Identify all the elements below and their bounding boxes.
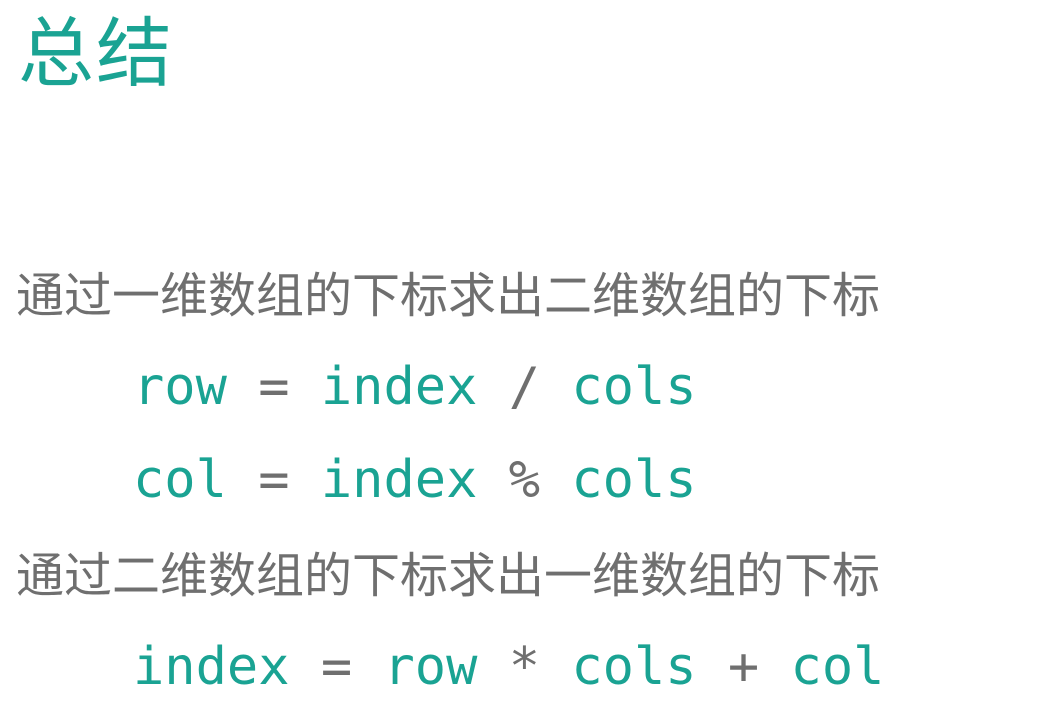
formula-equals: =: [258, 357, 290, 417]
formula-equals: =: [320, 637, 353, 697]
formula-operand: cols: [571, 637, 697, 697]
page-title: 总结: [18, 9, 174, 98]
formula-lhs: index: [133, 637, 290, 697]
formula-operand: index: [320, 450, 478, 510]
formula-operator: %: [508, 450, 541, 510]
formula-operand: index: [320, 357, 478, 417]
section-heading-2d-to-1d: 通过二维数组的下标求出一维数组的下标: [16, 548, 881, 604]
section-heading-1d-to-2d: 通过一维数组的下标求出二维数组的下标: [16, 268, 881, 324]
formula-operand: cols: [571, 357, 697, 417]
formula-lhs: row: [133, 357, 227, 417]
formula-col: col = index % cols: [133, 448, 697, 512]
formula-operator: *: [508, 637, 541, 697]
formula-operand: cols: [571, 450, 697, 510]
formula-operator: /: [508, 357, 541, 417]
formula-operator: +: [727, 637, 760, 697]
formula-row: row = index / cols: [133, 355, 697, 419]
formula-operand: row: [383, 637, 478, 697]
formula-equals: =: [258, 450, 290, 510]
formula-index: index = row * cols + col: [133, 635, 884, 699]
formula-operand: col: [790, 637, 885, 697]
formula-lhs: col: [133, 450, 227, 510]
